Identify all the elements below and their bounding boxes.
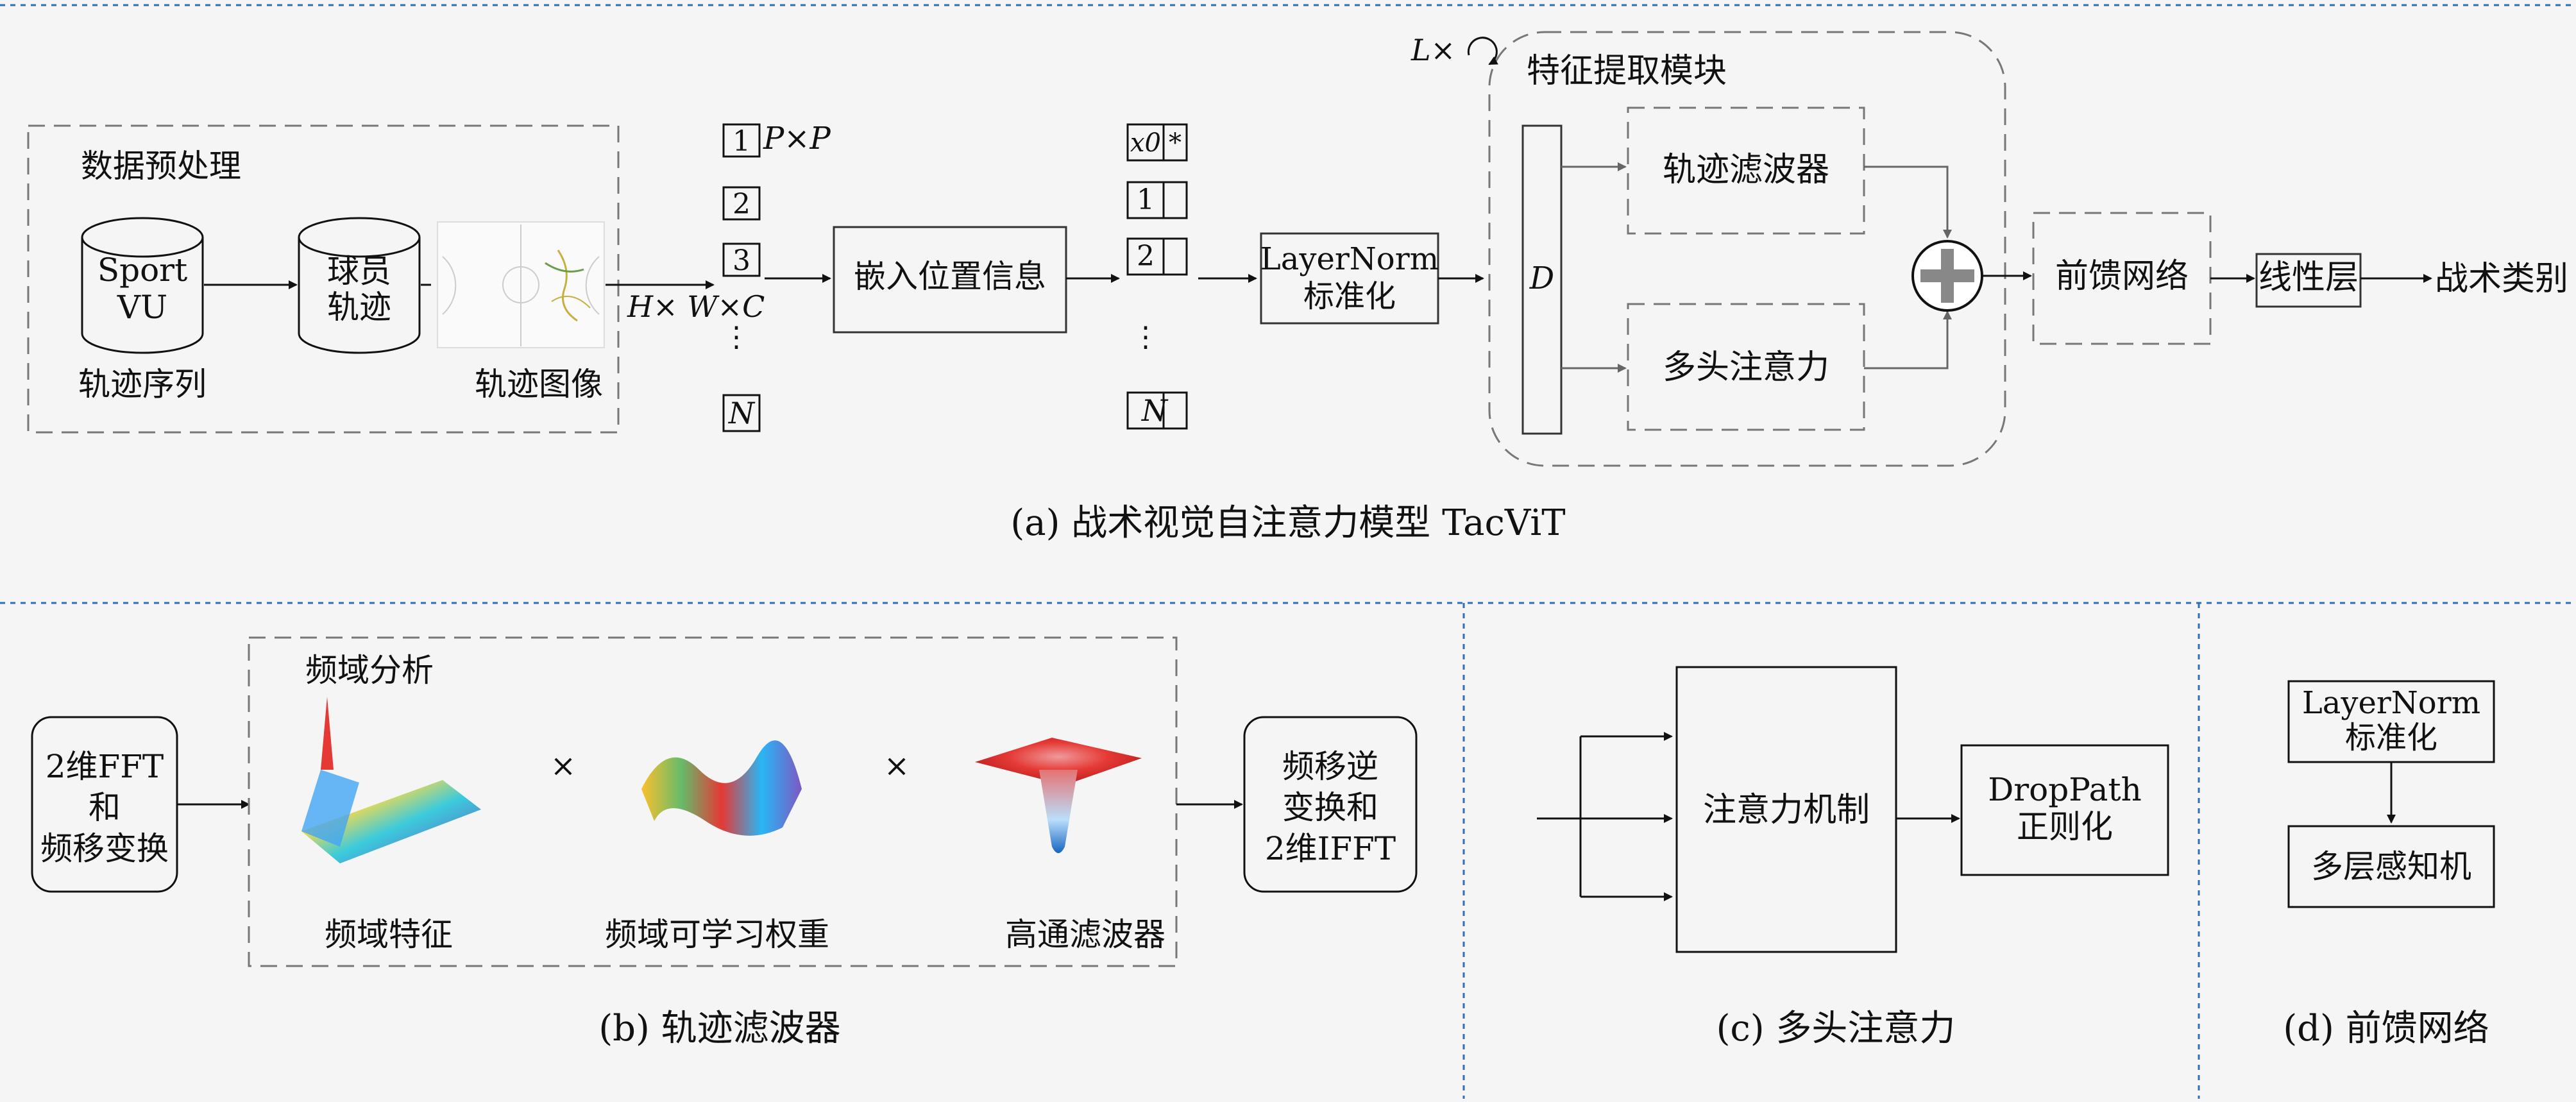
linear-box [2255,253,2362,308]
patch-ellipsis: ⋮ [722,321,750,353]
ffn-layernorm-label-1: LayerNorm [2302,685,2480,721]
patch-2 [722,186,761,221]
caption-c: (c) 多头注意力 [1716,1008,1956,1049]
dim-label: D [1529,260,1554,296]
droppath-label-1: DropPath [1988,771,2142,808]
player-traj-cylinder [298,217,421,354]
token-class-label: x0 [1130,128,1161,158]
caption-b: (b) 轨迹滤波器 [598,1008,840,1049]
ifft-label-2: 变换和 [1282,789,1378,826]
fft-label-3: 频移变换 [40,830,169,867]
freq-analysis-title: 频域分析 [305,652,434,689]
traj-filter-box [1627,106,1865,235]
times-2: × [884,748,910,784]
traj-image-label: 轨迹图像 [475,366,603,403]
learnable-weight-plot [641,740,802,836]
mhsa-label: 多头注意力 [1663,348,1829,387]
freq-feature-plot [301,697,481,863]
ffn-layernorm-label-2: 标准化 [2345,720,2437,756]
fft-label-2: 和 [89,789,121,826]
caption-d: (d) 前馈网络 [2283,1008,2489,1049]
ifft-label-1: 频移逆 [1282,748,1378,785]
module-title: 特征提取模块 [1527,52,1727,90]
patch-2-label: 2 [733,188,750,221]
player-label-2: 轨迹 [327,289,391,326]
highpass-label: 高通滤波器 [1005,916,1165,953]
patch-3 [722,242,761,277]
token-2-label: 2 [1137,240,1155,273]
droppath-box [1960,744,2169,876]
feature-module [1488,31,2006,467]
traj-filter-label: 轨迹滤波器 [1663,151,1829,189]
repeat-loop-icon [1467,37,1498,65]
attention-box [1675,666,1897,953]
panel-c: 注意力机制 DropPath 正则化 (c) 多头注意力 [1537,666,2169,1049]
input-dims-label: H× W×C [627,289,765,324]
token-1-label: 1 [1137,183,1155,216]
sportvu-label-2: VU [117,289,167,326]
linear-label: 线性层 [2258,259,2359,297]
droppath-label-2: 正则化 [2017,808,2113,845]
freq-analysis-group [248,636,1178,967]
add-icon [1911,240,1983,312]
patch-1-label: 1 [733,125,750,158]
patch-3-label: 3 [733,244,750,277]
preprocess-group [27,124,620,434]
patch-column: 1 P×P 2 3 ⋮ N [722,121,831,432]
preprocess-title: 数据预处理 [81,148,241,185]
mhsa-box [1627,303,1865,431]
patch-1 [722,123,761,158]
embed-label: 嵌入位置信息 [854,258,1046,295]
panel-d: LayerNorm 标准化 多层感知机 (d) 前馈网络 [2283,680,2495,1049]
panel-a: 数据预处理 Sport VU 轨迹序列 球员 轨迹 轨迹图像 [27,31,2568,544]
sportvu-label-1: Sport [97,251,187,289]
highpass-plot [975,738,1142,853]
mlp-box [2287,825,2495,908]
caption-a: (a) 战术视觉自注意力模型 TacViT [1010,502,1565,544]
mlp-label: 多层感知机 [2311,848,2471,885]
repeat-label: L× [1411,33,1455,67]
traj-sequence-label: 轨迹序列 [78,366,207,403]
token-column: x0 * 1 2 ⋮ N [1126,123,1188,430]
dim-bar [1521,124,1563,435]
patch-size-label: P×P [763,121,831,157]
ifft-box [1243,716,1418,893]
ffn-label: 前馈网络 [2055,257,2189,296]
embed-box [833,226,1067,334]
patch-n-label: N [728,396,756,430]
sportvu-cylinder [81,217,204,354]
layernorm-label-1: LayerNorm [1260,241,1439,277]
output-label: 战术类别 [2435,260,2568,298]
class-token-mark: * [1169,128,1182,158]
player-label-1: 球员 [327,253,391,290]
layernorm-label-2: 标准化 [1303,278,1396,314]
section-dividers [0,4,2576,1099]
fft-label-1: 2维FFT [46,748,164,785]
ifft-label-3: 2维IFFT [1265,830,1396,867]
token-ellipsis: ⋮ [1131,321,1160,353]
times-1: × [550,748,576,784]
learnable-weight-label: 频域可学习权重 [605,916,829,953]
court-image [437,221,605,348]
attention-label: 注意力机制 [1703,791,1870,829]
patch-n [722,394,761,432]
panel-b: 2维FFT 和 频移变换 频域分析 频域特征 × 频域可学习权重 × 高通滤波器… [31,636,1418,1049]
freq-feature-label: 频域特征 [325,916,453,953]
